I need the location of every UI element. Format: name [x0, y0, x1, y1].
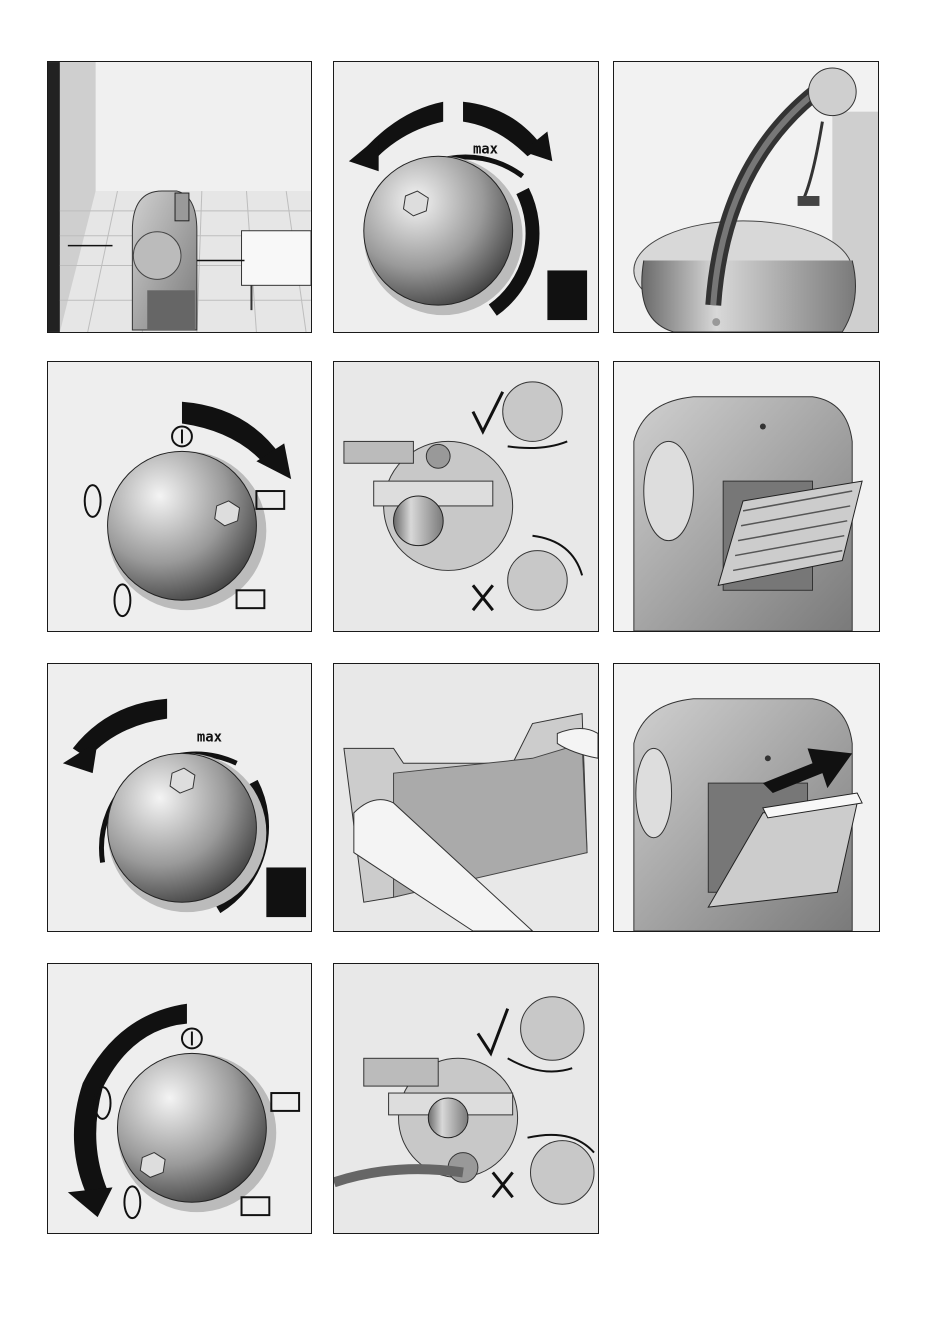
knob-humidity-cw-illustration [48, 362, 311, 631]
leaf-icon [114, 584, 130, 616]
water-tank-icon [242, 1197, 270, 1215]
panel-filter-open [613, 361, 880, 632]
filter-open-illustration [614, 362, 879, 631]
panel-knob-max-2: max [47, 663, 312, 932]
panel-valve-turn-check-2 [333, 963, 599, 1234]
tank-remove-illustration [334, 664, 598, 931]
max-label: max [473, 141, 498, 157]
panel-filter-remove [613, 663, 880, 932]
tank-full-icon [547, 270, 587, 320]
tank-full-icon [266, 867, 306, 917]
valve-turn-illustration [334, 362, 598, 631]
panel-knob-humidity-ccw [47, 963, 312, 1234]
panel-valve-turn-check [333, 361, 599, 632]
leaf-icon [124, 1186, 140, 1218]
panel-knob-humidity-cw [47, 361, 312, 632]
panel-room-placement [47, 61, 312, 333]
room-placement-illustration [48, 62, 311, 332]
water-tank-icon [237, 590, 265, 608]
knob-max-2-illustration: max [48, 664, 311, 931]
valve-turn-2-illustration [334, 964, 598, 1233]
knob-max-illustration: max [334, 62, 598, 332]
leaf-icon [85, 485, 101, 517]
panel-knob-max: max [333, 61, 599, 333]
hose-drain-illustration [614, 62, 878, 332]
panel-tank-remove [333, 663, 599, 932]
max-label: max [197, 729, 222, 745]
knob-humidity-ccw-illustration [48, 964, 311, 1233]
water-tank-icon [271, 1093, 299, 1111]
panel-hose-drain-bucket [613, 61, 879, 333]
filter-remove-illustration [614, 664, 879, 931]
